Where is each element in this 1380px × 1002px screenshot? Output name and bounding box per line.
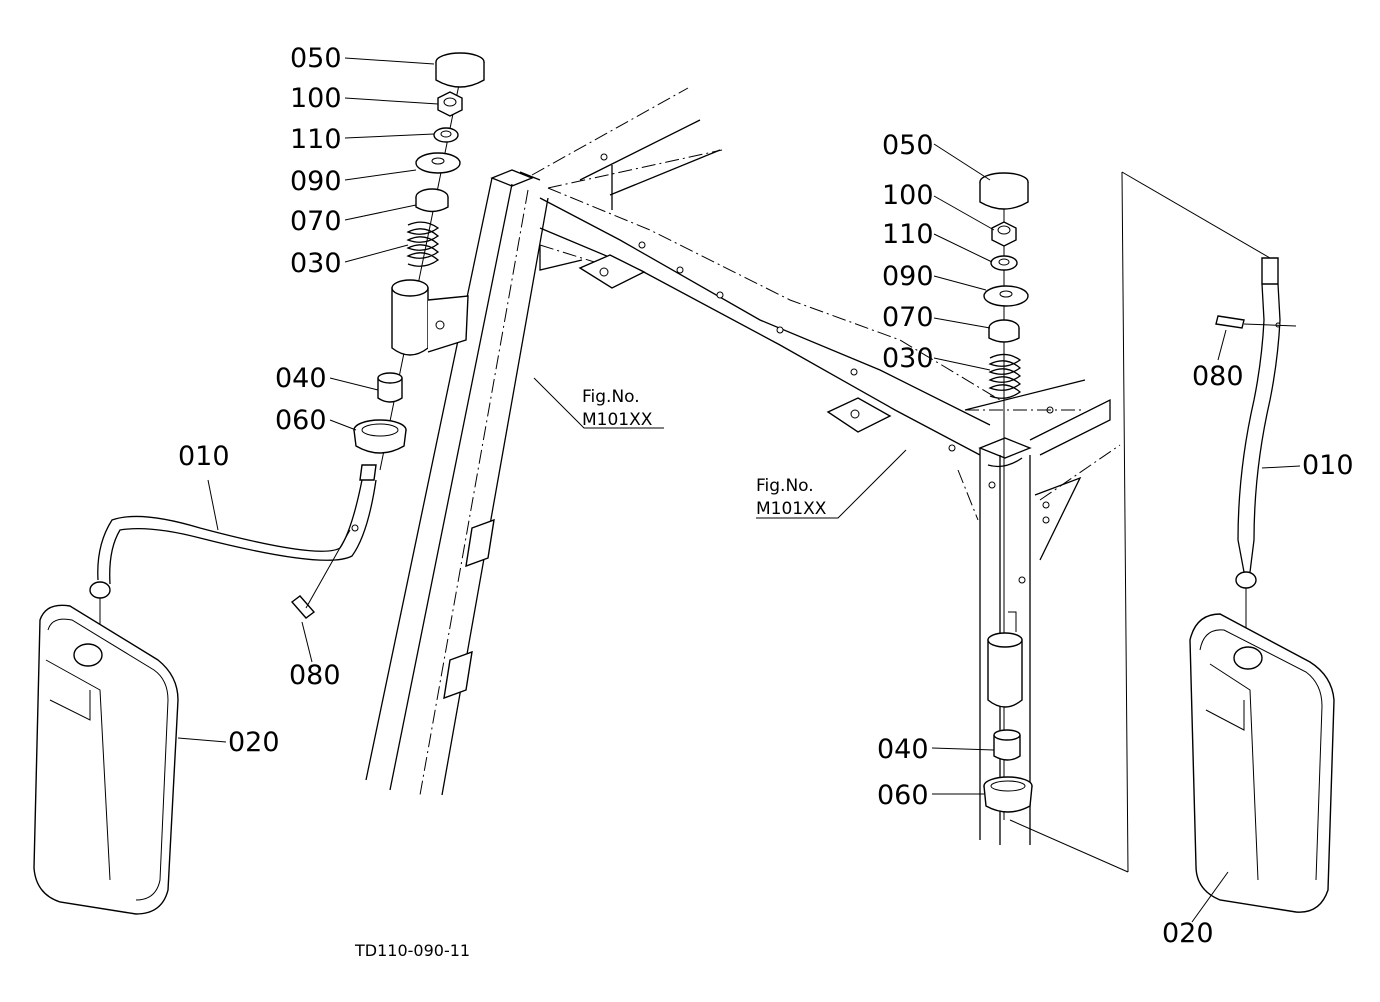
right-label-090: 090 [882, 261, 934, 292]
left-label-090: 090 [290, 166, 342, 197]
right-part-labels: 050 100 110 090 070 030 040 060 080 010 … [877, 130, 1354, 949]
right-label-080: 080 [1192, 361, 1244, 392]
left-label-080: 080 [289, 660, 341, 691]
right-label-100: 100 [882, 180, 934, 211]
left-mirror [33, 604, 179, 915]
figure-references: Fig.No. M101XX Fig.No. M101XX [582, 387, 827, 519]
left-arm [97, 464, 377, 585]
left-assembly [33, 52, 485, 915]
right-label-070: 070 [882, 302, 934, 333]
left-label-050: 050 [290, 43, 342, 74]
right-label-050: 050 [882, 130, 934, 161]
left-label-020: 020 [228, 727, 280, 758]
left-label-040: 040 [275, 363, 327, 394]
right-spring [988, 353, 1022, 399]
left-label-030: 030 [290, 248, 342, 279]
left-part-labels: 050 100 110 090 070 030 040 060 010 080 … [178, 43, 342, 758]
right-label-020: 020 [1162, 918, 1214, 949]
cab-frame [365, 87, 1121, 845]
left-label-100: 100 [290, 83, 342, 114]
right-arm [1237, 257, 1281, 573]
left-label-110: 110 [290, 124, 342, 155]
right-label-030: 030 [882, 343, 934, 374]
left-label-060: 060 [275, 405, 327, 436]
right-label-110: 110 [882, 219, 934, 250]
leader-lines [177, 57, 1301, 923]
right-fig-ref-line2: M101XX [756, 499, 827, 519]
left-spring [406, 221, 440, 267]
left-label-070: 070 [290, 206, 342, 237]
left-label-010: 010 [178, 441, 230, 472]
right-fig-ref-line1: Fig.No. [756, 476, 814, 496]
drawing-code: TD110-090-11 [354, 941, 470, 960]
right-assembly [979, 171, 1335, 913]
left-fig-ref-line2: M101XX [582, 410, 653, 430]
right-mirror [1189, 613, 1335, 913]
left-fig-ref-line1: Fig.No. [582, 387, 640, 407]
right-label-060: 060 [877, 780, 929, 811]
right-label-040: 040 [877, 734, 929, 765]
right-label-010: 010 [1302, 450, 1354, 481]
